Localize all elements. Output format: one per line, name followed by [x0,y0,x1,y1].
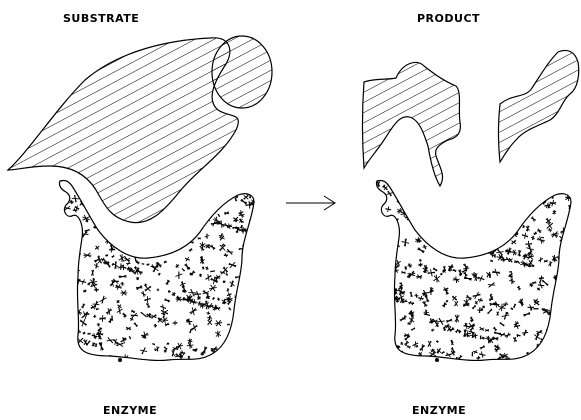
reaction-arrow [286,196,335,210]
product-fragment-right [499,50,579,162]
enzyme-speckles-right [373,176,577,367]
enzyme-shape-right [373,176,577,367]
product-fragment-left [363,62,461,186]
substrate-shape [8,36,272,223]
